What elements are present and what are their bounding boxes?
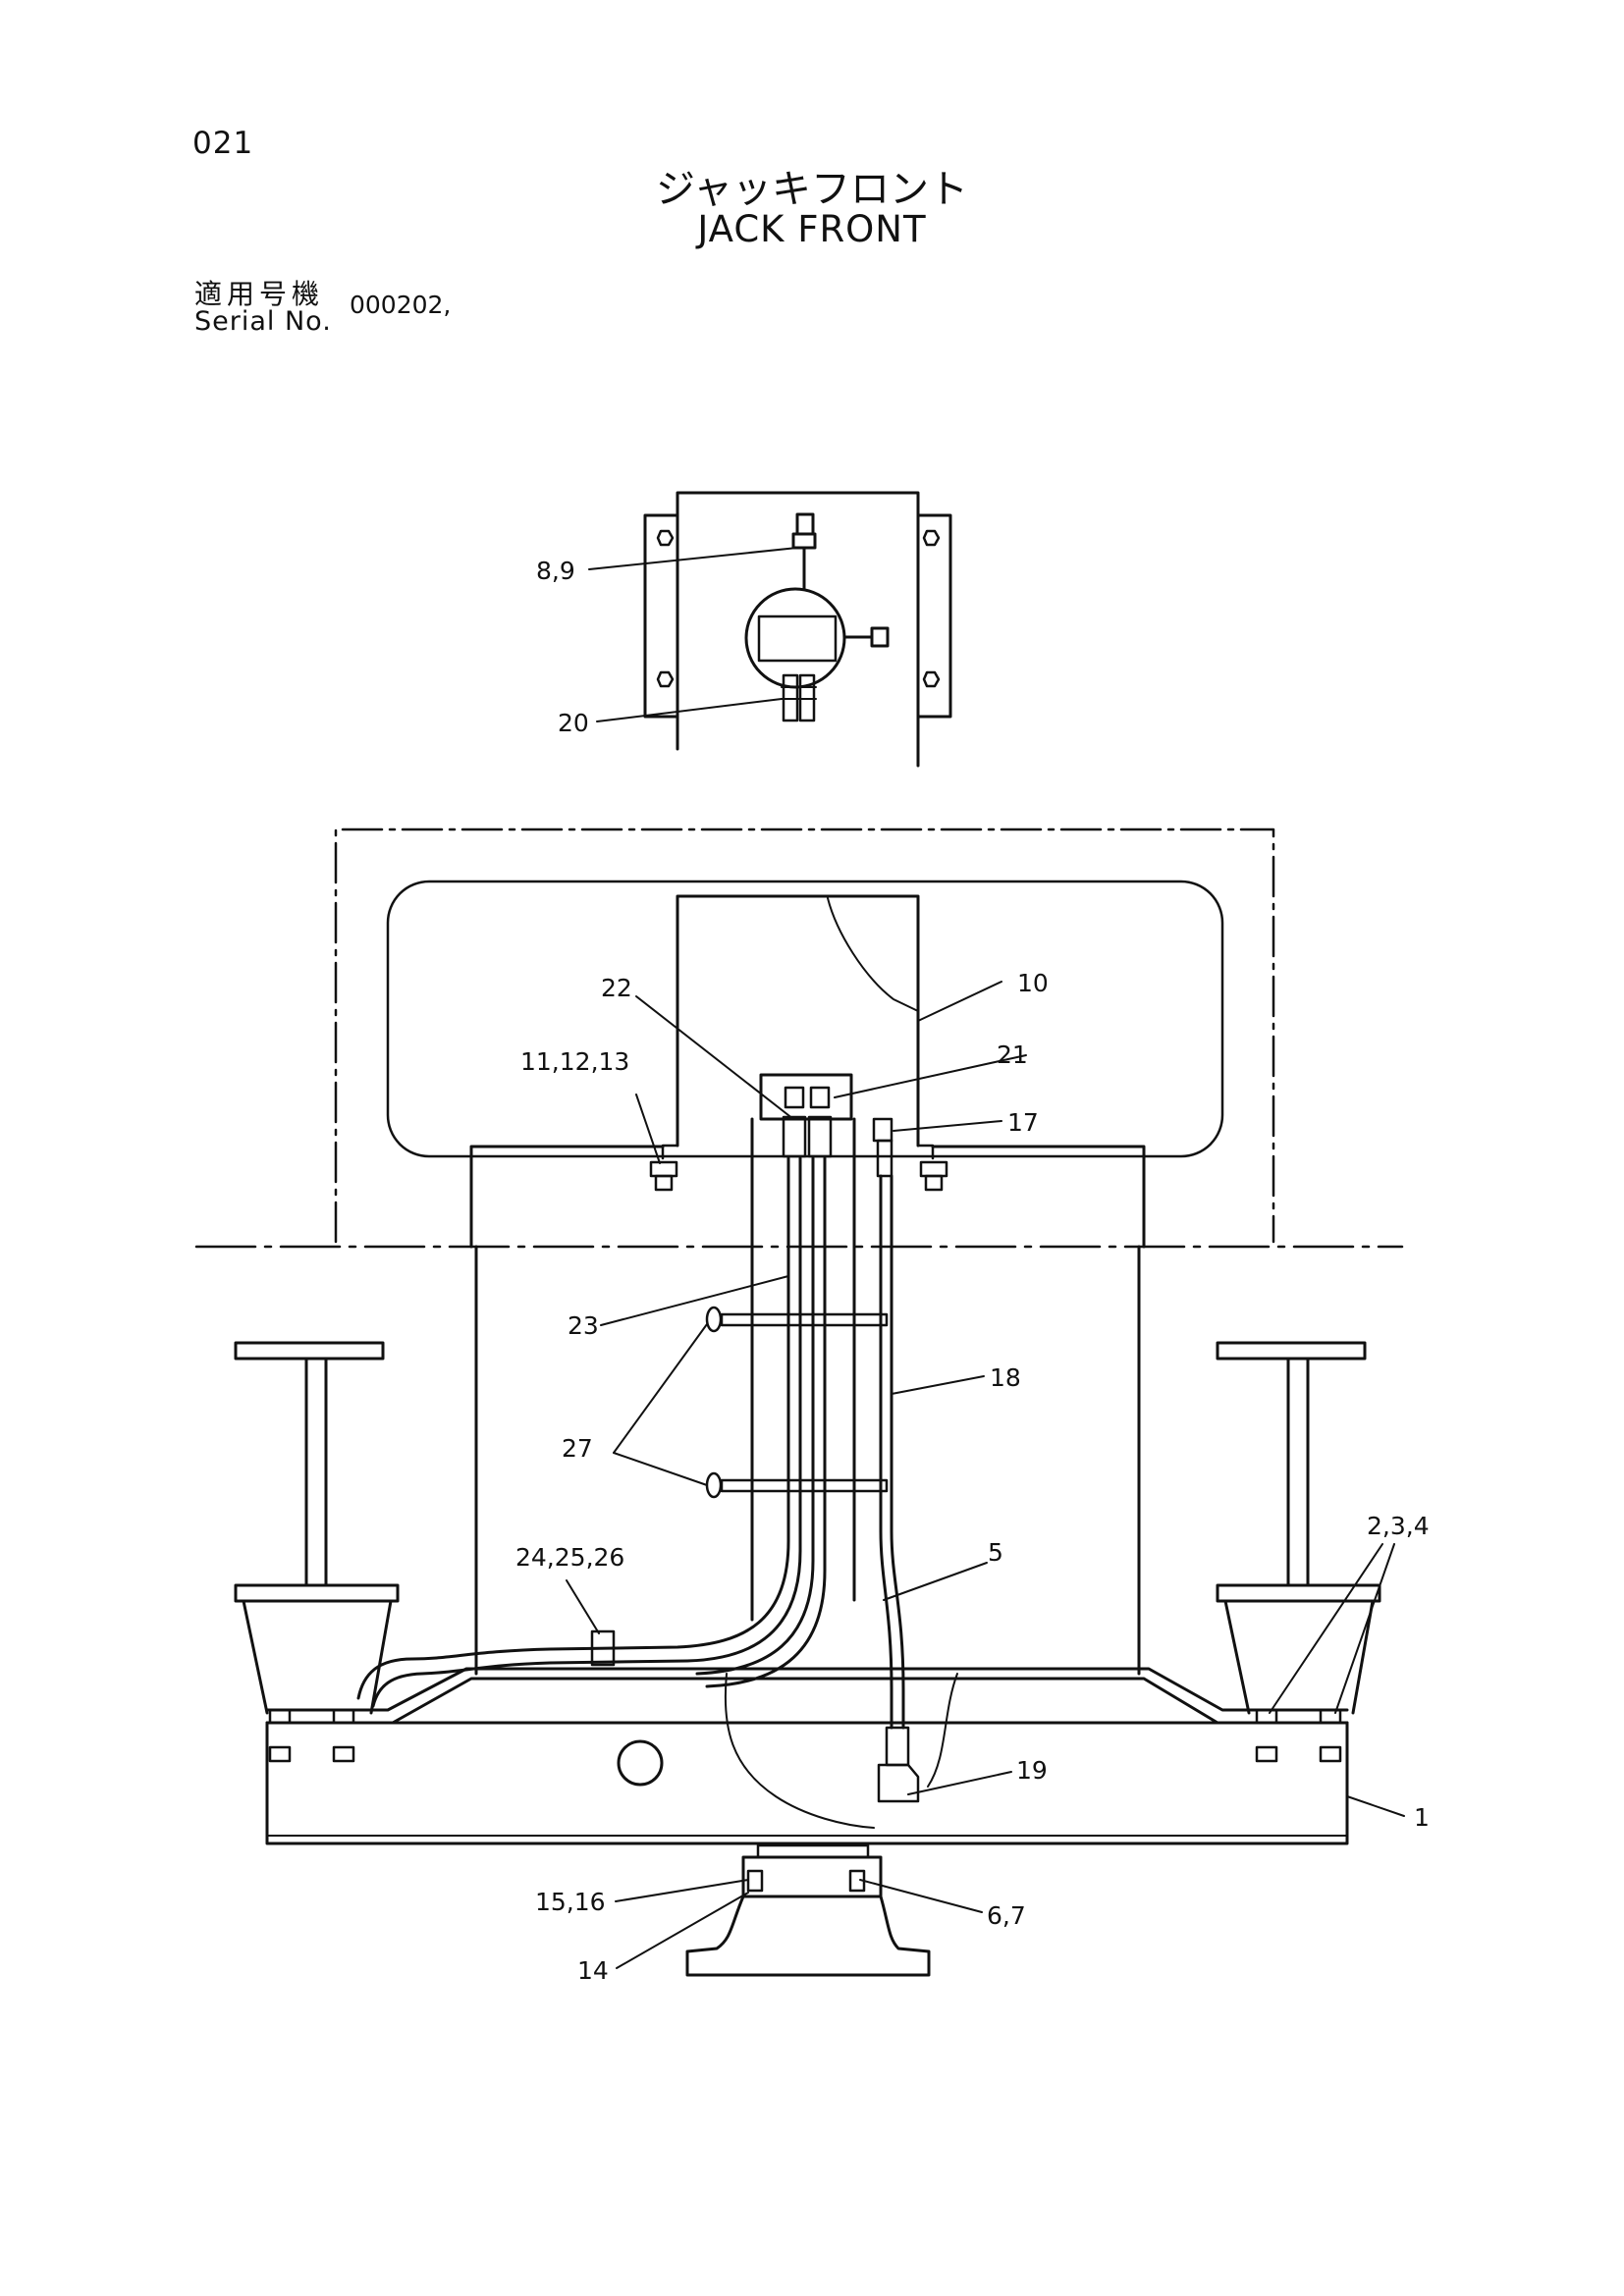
callout-6-7: 6,7 [987, 1901, 1026, 1930]
callout-17: 17 [1007, 1108, 1039, 1137]
callout-10: 10 [1017, 969, 1049, 997]
callout-labels: 8,9 20 22 10 11,12,13 21 17 23 18 27 2,3… [515, 557, 1430, 1985]
callout-5: 5 [988, 1538, 1003, 1567]
serial-label-japanese: 適用号機 [194, 278, 325, 310]
callout-1: 1 [1414, 1803, 1430, 1832]
callout-18: 18 [990, 1363, 1021, 1392]
main-assembly [194, 828, 1404, 1977]
top-detail-view [643, 491, 952, 768]
callout-21: 21 [997, 1041, 1028, 1069]
leader-lines [566, 547, 1405, 1969]
callout-24-25-26: 24,25,26 [515, 1543, 624, 1572]
title-japanese: ジャッキフロント [656, 167, 968, 212]
callout-2-3-4: 2,3,4 [1367, 1512, 1430, 1540]
serial-number-value: 000202, [350, 291, 452, 319]
gauge-circle [744, 587, 846, 689]
callout-14: 14 [577, 1956, 609, 1985]
callout-23: 23 [568, 1311, 599, 1340]
callout-19: 19 [1016, 1756, 1048, 1785]
title-english: JACK FRONT [697, 208, 927, 250]
callout-27: 27 [562, 1434, 593, 1463]
callout-8-9: 8,9 [536, 557, 575, 585]
serial-label-english: Serial No. [194, 306, 332, 337]
callout-11-12-13: 11,12,13 [520, 1047, 629, 1076]
callout-20: 20 [558, 709, 589, 737]
callout-15-16: 15,16 [535, 1888, 606, 1916]
callout-22: 22 [601, 974, 632, 1002]
page-code: 021 [192, 126, 254, 161]
